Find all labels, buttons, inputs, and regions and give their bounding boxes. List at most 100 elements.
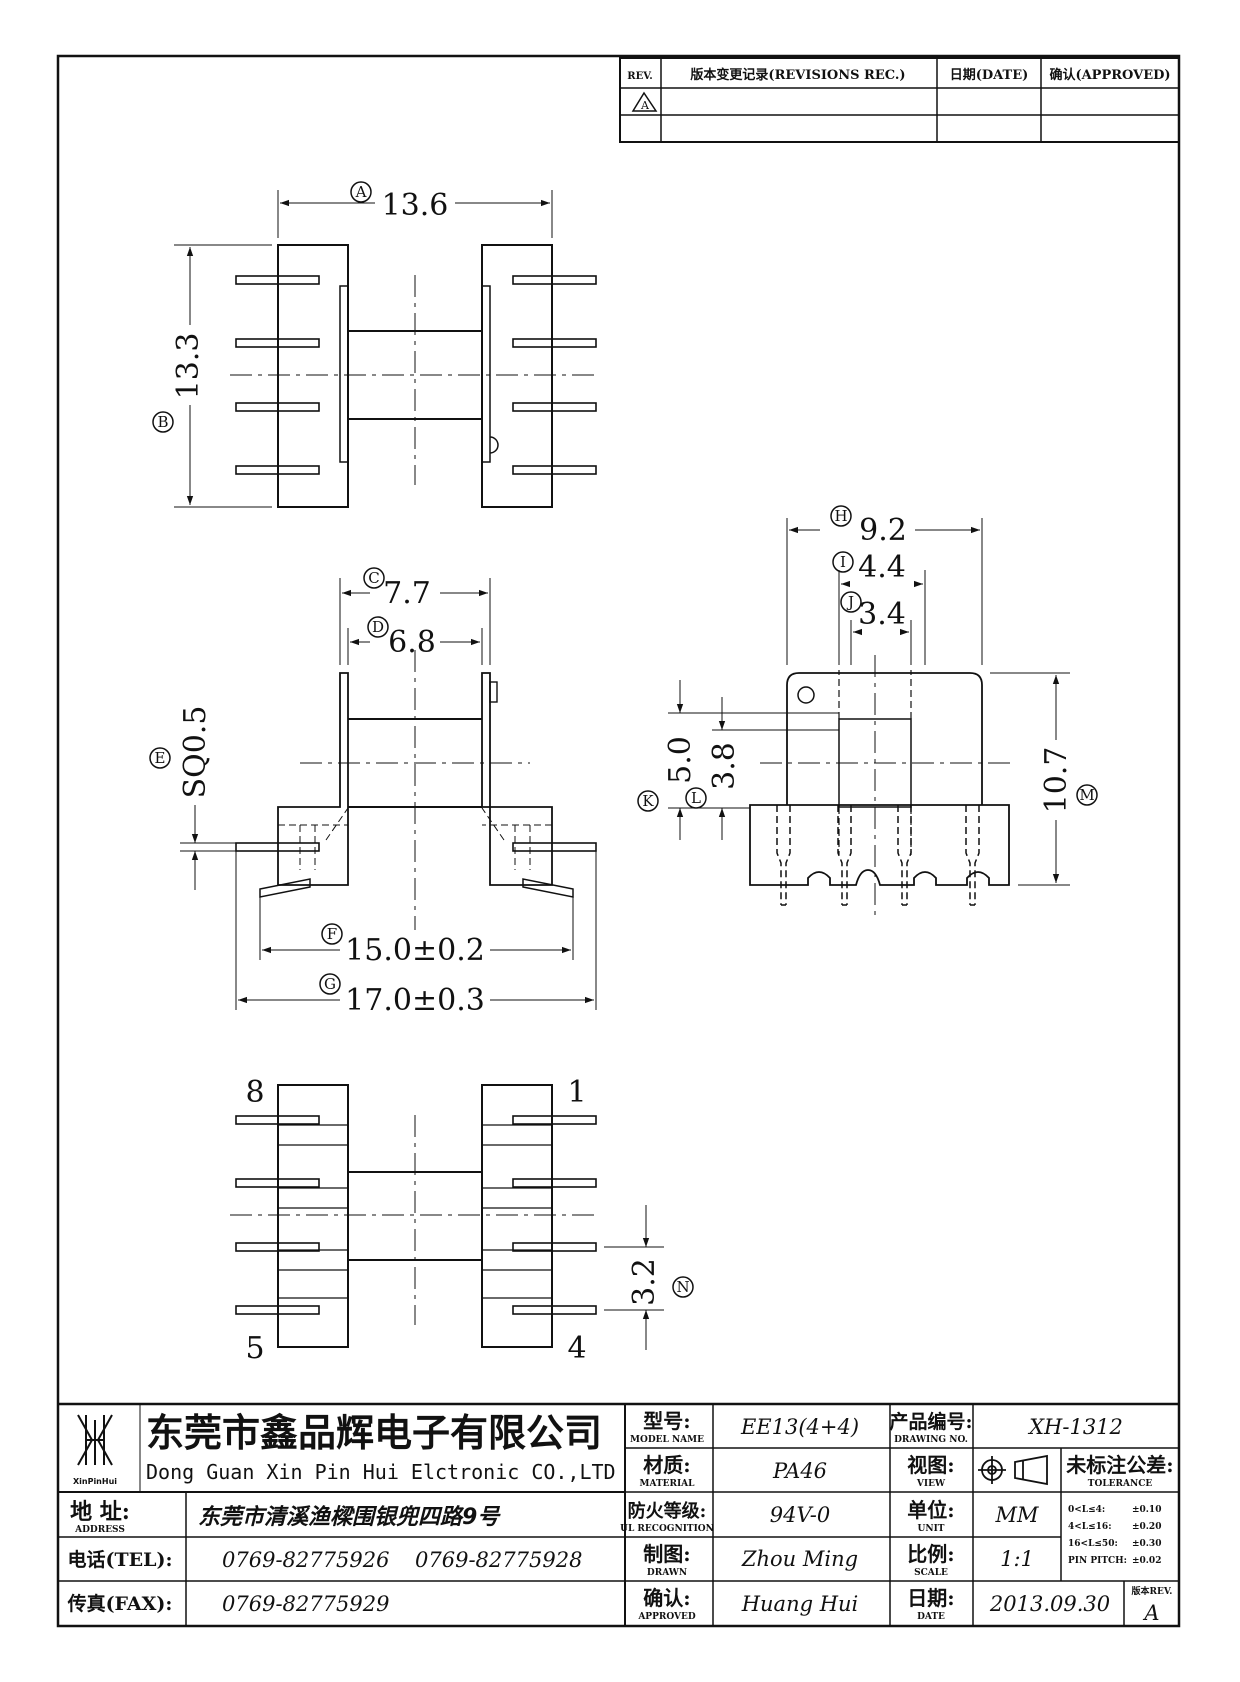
view-label-en: VIEW: [916, 1479, 946, 1489]
side-view: [668, 518, 1070, 915]
dim-E-mark: E: [155, 749, 166, 767]
approved-label: 确认:: [643, 1586, 690, 1610]
dim-M-value: 10.7: [1039, 747, 1074, 814]
scale-label: 比例:: [907, 1542, 954, 1566]
title-block: [58, 1402, 1179, 1626]
dim-N-value: 3.2: [627, 1258, 662, 1306]
tol-value-2: ±0.20: [1132, 1522, 1161, 1532]
tel1-value: 0769-82775926: [222, 1548, 389, 1572]
drawn-value: Zhou Ming: [741, 1547, 858, 1571]
tol-range-3: 16<L≤50:: [1068, 1539, 1118, 1549]
dim-K-mark: K: [642, 792, 654, 810]
material-label-en: MATERIAL: [639, 1479, 695, 1489]
dim-E-value: SQ0.5: [178, 706, 213, 799]
dim-K-value: 5.0: [663, 736, 698, 784]
rev-value: A: [1142, 1601, 1159, 1625]
dim-C-mark: C: [368, 569, 379, 587]
dim-H-mark: H: [834, 507, 847, 525]
tol-range-4: PIN PITCH:: [1068, 1556, 1127, 1566]
date-label-en: DATE: [917, 1612, 945, 1622]
dim-J-value: 3.4: [858, 597, 906, 632]
sheet-border: [56, 54, 1181, 1628]
approved-col-header: 确认(APPROVED): [1049, 67, 1170, 83]
company-name-cn: 东莞市鑫品辉电子有限公司: [146, 1411, 602, 1455]
tol-value-1: ±0.10: [1132, 1505, 1161, 1515]
drawn-label: 制图:: [643, 1542, 690, 1566]
address-value: 东莞市清溪渔樑围银兜四路9号: [198, 1504, 501, 1530]
dim-B-value: 13.3: [171, 333, 206, 400]
top-view: [174, 190, 600, 508]
date-label: 日期:: [907, 1586, 954, 1610]
rev-col-header: REV.: [627, 71, 652, 82]
pin-number-1: 1: [567, 1075, 586, 1110]
logo-text: XinPinHui: [73, 1477, 117, 1486]
dim-C-value: 7.7: [383, 576, 431, 611]
ul-value: 94V-0: [770, 1503, 830, 1527]
pin-view: [230, 1084, 664, 1350]
material-label: 材质:: [643, 1453, 690, 1477]
date-value: 2013.09.30: [989, 1592, 1110, 1616]
tel-label: 电话(TEL):: [68, 1548, 173, 1571]
dim-A-mark: A: [355, 183, 367, 201]
scale-value: 1:1: [1000, 1547, 1034, 1571]
ul-label-en: UL RECOGNITION: [620, 1524, 714, 1534]
rev-label: 版本REV.: [1131, 1585, 1173, 1597]
drawing-no-value: XH-1312: [1027, 1415, 1123, 1439]
material-value: PA46: [772, 1459, 827, 1483]
tolerance-label-en: TOLERANCE: [1088, 1479, 1153, 1489]
view-label: 视图:: [907, 1453, 954, 1477]
dim-N-mark: N: [676, 1278, 689, 1296]
dim-F-mark: F: [327, 925, 337, 943]
tol-value-3: ±0.30: [1132, 1539, 1161, 1549]
dim-D-mark: D: [372, 618, 384, 636]
dim-F-value: 15.0±0.2: [345, 933, 485, 968]
drawn-label-en: DRAWN: [647, 1568, 687, 1578]
unit-label-en: UNIT: [918, 1524, 945, 1534]
projection-symbol-icon: [978, 1454, 1048, 1486]
approved-label-en: APPROVED: [637, 1612, 696, 1622]
dim-L-value: 3.8: [707, 742, 742, 790]
tol-value-4: ±0.02: [1132, 1556, 1161, 1566]
dim-B-mark: B: [157, 413, 168, 431]
tol-range-2: 4<L≤16:: [1068, 1522, 1112, 1532]
model-label: 型号:: [643, 1409, 690, 1433]
revision-triangle-icon: [631, 91, 658, 112]
fax-value: 0769-82775929: [222, 1592, 389, 1616]
pin-number-8: 8: [245, 1075, 264, 1110]
address-label: 地 址:: [70, 1499, 130, 1525]
fax-label: 传真(FAX):: [67, 1592, 173, 1615]
company-logo: [77, 1414, 113, 1466]
unit-value: MM: [994, 1503, 1039, 1527]
dim-G-value: 17.0±0.3: [345, 983, 485, 1018]
approved-value: Huang Hui: [741, 1592, 859, 1616]
pin-number-5: 5: [245, 1331, 264, 1366]
front-view: [180, 578, 597, 1010]
ul-label: 防火等级:: [628, 1500, 707, 1522]
revision-symbol: A: [640, 99, 650, 112]
dim-J-mark: J: [846, 593, 854, 611]
pin-number-4: 4: [567, 1331, 586, 1366]
dim-D-value: 6.8: [388, 625, 436, 660]
model-value: EE13(4+4): [740, 1415, 859, 1439]
dim-H-value: 9.2: [859, 513, 907, 548]
model-label-en: MODEL NAME: [630, 1435, 704, 1445]
tolerance-label: 未标注公差:: [1066, 1453, 1173, 1477]
dim-G-mark: G: [324, 975, 336, 993]
drawing-no-label: 产品编号:: [889, 1410, 972, 1433]
dim-M-mark: M: [1079, 786, 1094, 804]
unit-label: 单位:: [907, 1498, 954, 1522]
company-name-en: Dong Guan Xin Pin Hui Elctronic CO.,LTD: [146, 1460, 616, 1484]
scale-label-en: SCALE: [914, 1568, 948, 1578]
revision-table: [619, 57, 1180, 143]
dim-A-value: 13.6: [382, 188, 449, 223]
tel2-value: 0769-82775928: [415, 1548, 582, 1572]
date-col-header: 日期(DATE): [950, 68, 1029, 83]
dim-I-mark: I: [840, 553, 846, 571]
drawing-no-label-en: DRAWING NO.: [894, 1435, 968, 1445]
record-col-header: 版本变更记录(REVISIONS REC.): [690, 67, 905, 83]
address-label-en: ADDRESS: [74, 1525, 125, 1535]
dim-I-value: 4.4: [858, 550, 906, 585]
tol-range-1: 0<L≤4:: [1068, 1505, 1105, 1515]
dim-L-mark: L: [691, 789, 701, 807]
